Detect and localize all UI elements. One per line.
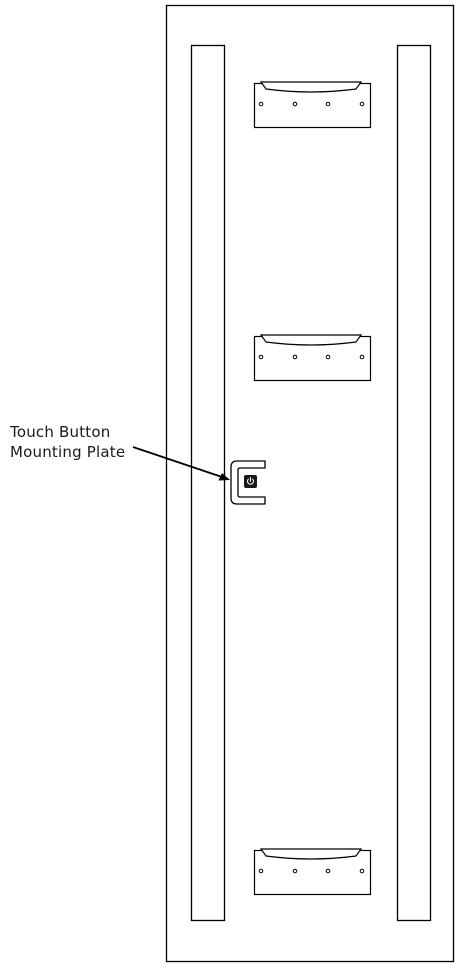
screw-hole bbox=[292, 354, 298, 360]
screw-hole bbox=[325, 868, 331, 874]
callout-arrow bbox=[132, 446, 230, 481]
mounting-bracket-bottom bbox=[253, 848, 372, 896]
callout-line-1: Touch Button bbox=[10, 423, 111, 441]
mounting-bracket-top bbox=[253, 81, 372, 129]
screw-hole bbox=[325, 354, 331, 360]
screw-hole bbox=[325, 101, 331, 107]
screw-hole bbox=[292, 101, 298, 107]
touch-button-mounting-plate bbox=[230, 460, 266, 505]
right-rail bbox=[396, 44, 432, 922]
screw-hole bbox=[359, 354, 365, 360]
mounting-bracket-middle bbox=[253, 334, 372, 382]
screw-hole bbox=[258, 354, 264, 360]
callout-label: Touch Button Mounting Plate bbox=[10, 422, 125, 462]
screw-hole bbox=[258, 868, 264, 874]
power-icon bbox=[246, 477, 255, 485]
screw-hole bbox=[359, 101, 365, 107]
callout-line-2: Mounting Plate bbox=[10, 443, 126, 461]
left-rail bbox=[190, 44, 226, 922]
screw-hole bbox=[359, 868, 365, 874]
screw-hole bbox=[258, 101, 264, 107]
screw-hole bbox=[292, 868, 298, 874]
